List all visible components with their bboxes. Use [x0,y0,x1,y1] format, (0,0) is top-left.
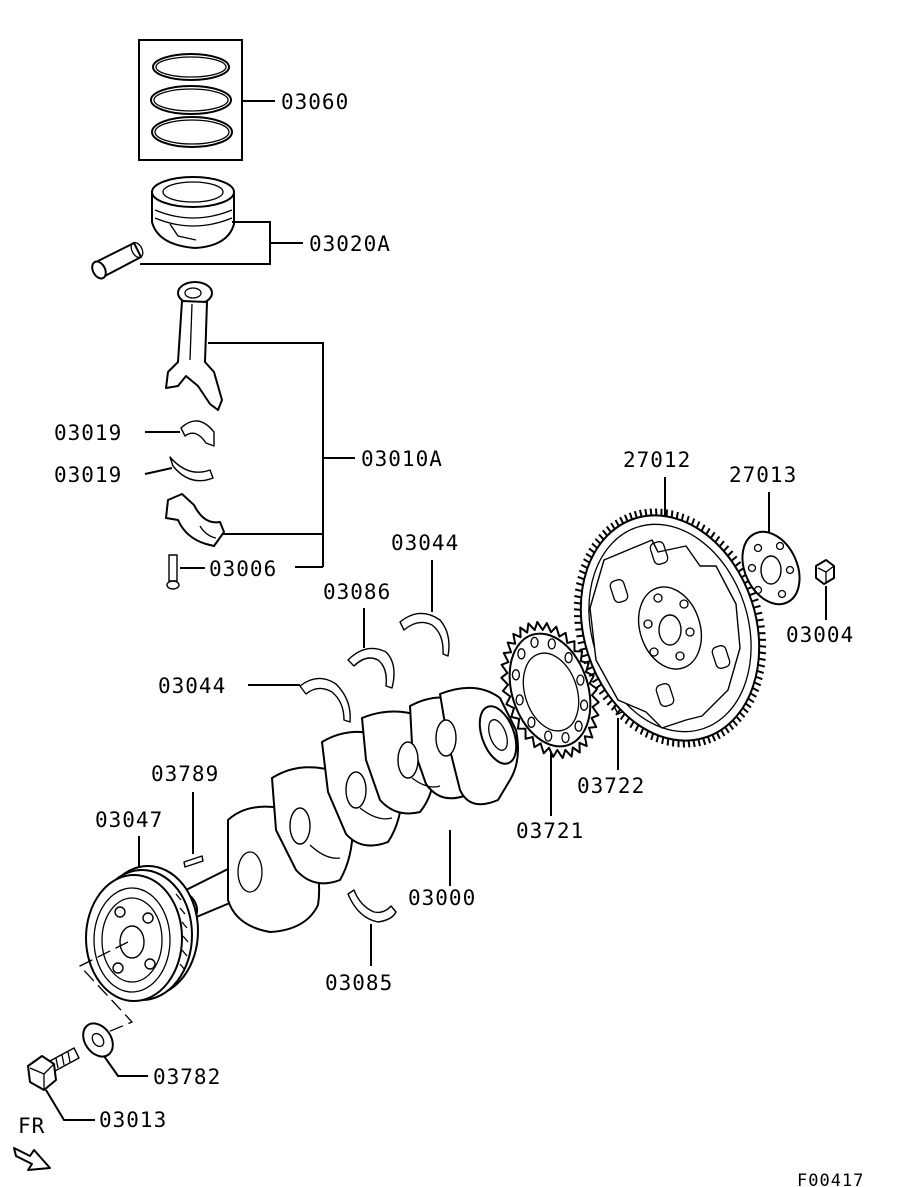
part-label-03020A[interactable]: 03020A [309,232,391,256]
pulley-bolt[interactable] [27,1047,80,1091]
part-label-03019-lower[interactable]: 03019 [54,463,122,487]
part-label-03006[interactable]: 03006 [209,557,277,581]
crankshaft[interactable] [175,686,523,933]
piston[interactable] [151,176,235,249]
front-direction-arrow-icon [13,1147,51,1171]
part-label-03085[interactable]: 03085 [325,971,393,995]
main-bearing-upper[interactable] [347,647,395,689]
part-label-03019-upper[interactable]: 03019 [54,421,122,445]
part-label-03013[interactable]: 03013 [99,1108,167,1132]
crankshaft-key[interactable] [183,855,204,868]
part-label-03047[interactable]: 03047 [95,808,163,832]
part-label-03044-upper[interactable]: 03044 [391,531,459,555]
adapter-plate[interactable] [731,523,810,614]
part-label-03000[interactable]: 03000 [408,886,476,910]
part-label-03782[interactable]: 03782 [153,1065,221,1089]
piston-pin[interactable] [89,241,145,281]
thrust-bearing-lower[interactable] [299,677,351,723]
part-label-27012[interactable]: 27012 [623,448,691,472]
rod-bolt[interactable] [166,554,180,590]
flywheel-bolt[interactable] [815,559,835,585]
connecting-rod[interactable] [165,281,223,411]
main-bearing-lower[interactable] [347,889,397,923]
crank-sensing-plate[interactable] [496,620,604,760]
figure-code: F00417 [797,1171,864,1187]
part-label-27013[interactable]: 27013 [729,463,797,487]
part-label-03004[interactable]: 03004 [786,623,854,647]
damper-pulley[interactable] [85,865,199,1002]
part-label-03722[interactable]: 03722 [577,774,645,798]
rod-cap[interactable] [165,493,225,547]
part-label-03010A[interactable]: 03010A [361,447,443,471]
rod-bearing-lower[interactable] [169,456,214,482]
part-label-03721[interactable]: 03721 [516,819,584,843]
front-direction-label: FR [18,1114,45,1138]
part-label-03086[interactable]: 03086 [323,580,391,604]
part-label-03044-lower[interactable]: 03044 [158,674,226,698]
pulley-washer[interactable] [77,1018,119,1062]
part-label-03789[interactable]: 03789 [151,762,219,786]
flywheel[interactable] [553,492,788,764]
thrust-bearing-upper[interactable] [399,612,450,657]
part-label-03060[interactable]: 03060 [281,90,349,114]
rod-bearing-upper[interactable] [180,420,215,447]
piston-ring-set[interactable] [138,39,243,161]
